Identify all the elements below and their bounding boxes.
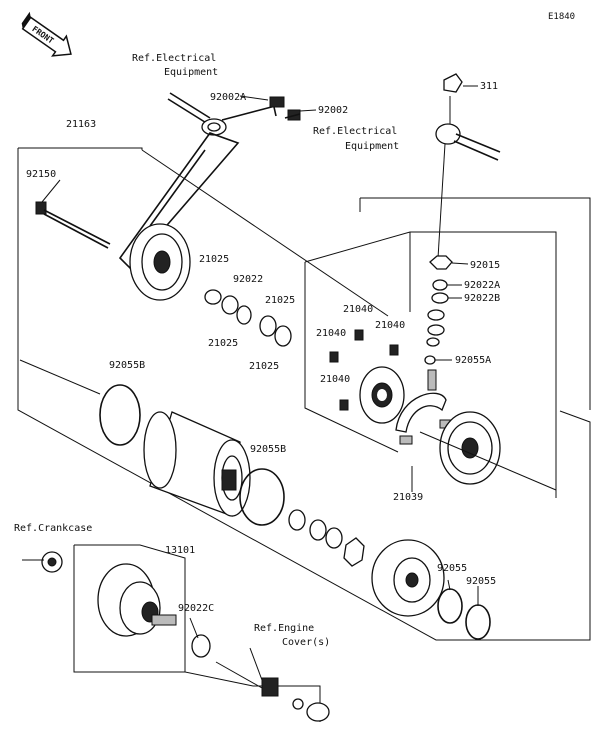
bolt-92002A: [269, 96, 285, 117]
ref-electrical-left-line2: Equipment: [164, 67, 218, 78]
center-shims: [288, 509, 365, 567]
part-21039: 21039: [393, 492, 423, 503]
part-92055A: 92055A: [455, 355, 491, 366]
ref-engine-cover-line2: Cover(s): [282, 637, 330, 648]
crankcase-bushing: [41, 551, 63, 573]
part-13101: 13101: [165, 545, 195, 556]
starter-cable-arm: [118, 132, 240, 301]
part-92055B-left: 92055B: [109, 360, 145, 371]
part-21040-a: 21040: [343, 304, 373, 315]
engine-cover-spring-parts: [261, 677, 330, 722]
o-ring-92055-a: [437, 588, 463, 624]
brushes-21040: [329, 329, 399, 411]
ref-electrical-left-line1: Ref.Electrical: [132, 53, 216, 64]
end-cover: [439, 411, 501, 485]
part-92055-b: 92055: [466, 576, 496, 587]
o-ring-92055-b: [465, 604, 491, 640]
washer-92022C: [191, 634, 211, 658]
ref-crankcase: Ref.Crankcase: [14, 523, 92, 534]
part-92150: 92150: [26, 169, 56, 180]
part-21040-c: 21040: [316, 328, 346, 339]
assembly-frame-outer: [17, 147, 591, 641]
part-21040-b: 21040: [375, 320, 405, 331]
ref-engine-cover-line1: Ref.Engine: [254, 623, 314, 634]
part-92022A: 92022A: [464, 280, 500, 291]
ref-electrical-right-line2: Equipment: [345, 141, 399, 152]
part-92015: 92015: [470, 260, 500, 271]
part-92055-a: 92055: [437, 563, 467, 574]
part-21040-d: 21040: [320, 374, 350, 385]
assembly-frame-inner: [304, 231, 557, 498]
part-311: 311: [480, 81, 498, 92]
part-21025-c: 21025: [208, 338, 238, 349]
ref-labels: Ref.Electrical Equipment Ref.Electrical …: [14, 53, 399, 648]
part-92022: 92022: [233, 274, 263, 285]
brush-plate-21039: [395, 392, 453, 445]
bolt-92002: [284, 109, 301, 121]
part-21025-b: 21025: [265, 295, 295, 306]
diagram-code: E1840: [548, 12, 575, 22]
washers-21025: [204, 289, 292, 347]
o-ring-92055B-left: [99, 384, 141, 446]
part-21025-d: 21025: [249, 361, 279, 372]
brush-holder-plate: [359, 366, 405, 424]
leader-lines: [22, 85, 557, 689]
part-number-labels: 92002A 92002 311 21163 92150 21025 92022…: [26, 81, 500, 614]
part-21163: 21163: [66, 119, 96, 130]
bolt-92150: [35, 201, 111, 249]
front-arrow-icon: FRONT: [21, 11, 72, 57]
reduction-gear-cover: [371, 539, 445, 617]
o-ring-92055B-right: [239, 468, 285, 526]
right-terminal-cable: [435, 73, 501, 259]
part-92002A: 92002A: [210, 92, 246, 103]
starter-clutch-13101: [97, 563, 177, 637]
part-21025-a: 21025: [199, 254, 229, 265]
part-92022B: 92022B: [464, 293, 500, 304]
part-92055B-right: 92055B: [250, 444, 286, 455]
part-92022C: 92022C: [178, 603, 214, 614]
part-92002: 92002: [318, 105, 348, 116]
starter-motor: [143, 411, 251, 517]
terminal-washer-stack: [424, 255, 453, 391]
ref-electrical-right-line1: Ref.Electrical: [313, 126, 397, 137]
